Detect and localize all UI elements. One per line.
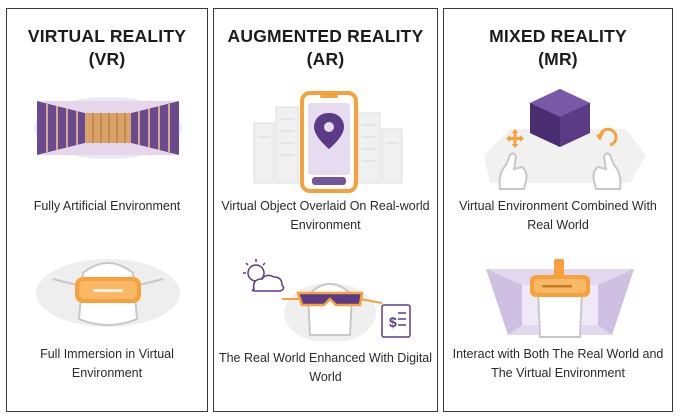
- ar-caption-top: Virtual Object Overlaid On Real-world En…: [221, 199, 430, 232]
- ar-title-line1: AUGMENTED REALITY: [227, 26, 424, 46]
- vr-title: VIRTUAL REALITY (VR): [7, 25, 207, 71]
- receipt-icon: $: [381, 304, 411, 338]
- ar-glasses-scene: $: [232, 255, 422, 341]
- mr-cube-illustration: [470, 85, 650, 195]
- vr-panel: VIRTUAL REALITY (VR) Fully Artificial En…: [6, 8, 208, 412]
- mr-caption-top: Virtual Environment Combined With Real W…: [459, 199, 657, 232]
- mr-title-line2: (MR): [538, 49, 578, 69]
- vr-headset-icon: [33, 255, 183, 331]
- rotate-arrow-icon: [596, 127, 618, 147]
- weather-cloud-icon: [243, 259, 285, 292]
- ar-glasses-icon: [296, 291, 364, 307]
- ar-title-line2: (AR): [306, 49, 345, 69]
- vr-title-line2: (VR): [88, 49, 126, 69]
- phone-location-pin-icon: [300, 91, 358, 193]
- mr-headset-icon: [530, 259, 590, 297]
- vr-title-line1: VIRTUAL REALITY: [27, 26, 187, 46]
- vr-room-illustration: [33, 95, 183, 161]
- mr-title: MIXED REALITY (MR): [444, 25, 672, 71]
- ar-caption-bottom: The Real World Enhanced With Digital Wor…: [218, 351, 433, 384]
- ar-title: AUGMENTED REALITY (AR): [214, 25, 437, 71]
- purple-cube-icon: [530, 89, 590, 147]
- mr-headset-scene: [482, 255, 638, 341]
- ar-city-illustration: [250, 83, 406, 193]
- mr-caption-bottom: Interact with Both The Real World and Th…: [452, 347, 664, 380]
- mr-panel: MIXED REALITY (MR): [443, 8, 673, 412]
- receipt-symbol: $: [389, 314, 397, 330]
- move-arrows-icon: [506, 129, 524, 148]
- mr-title-line1: MIXED REALITY: [489, 26, 627, 46]
- vr-caption-top: Fully Artificial Environment: [33, 199, 181, 213]
- vr-caption-bottom: Full Immersion in Virtual Environment: [40, 347, 174, 380]
- ar-panel: AUGMENTED REALITY (AR): [213, 8, 438, 412]
